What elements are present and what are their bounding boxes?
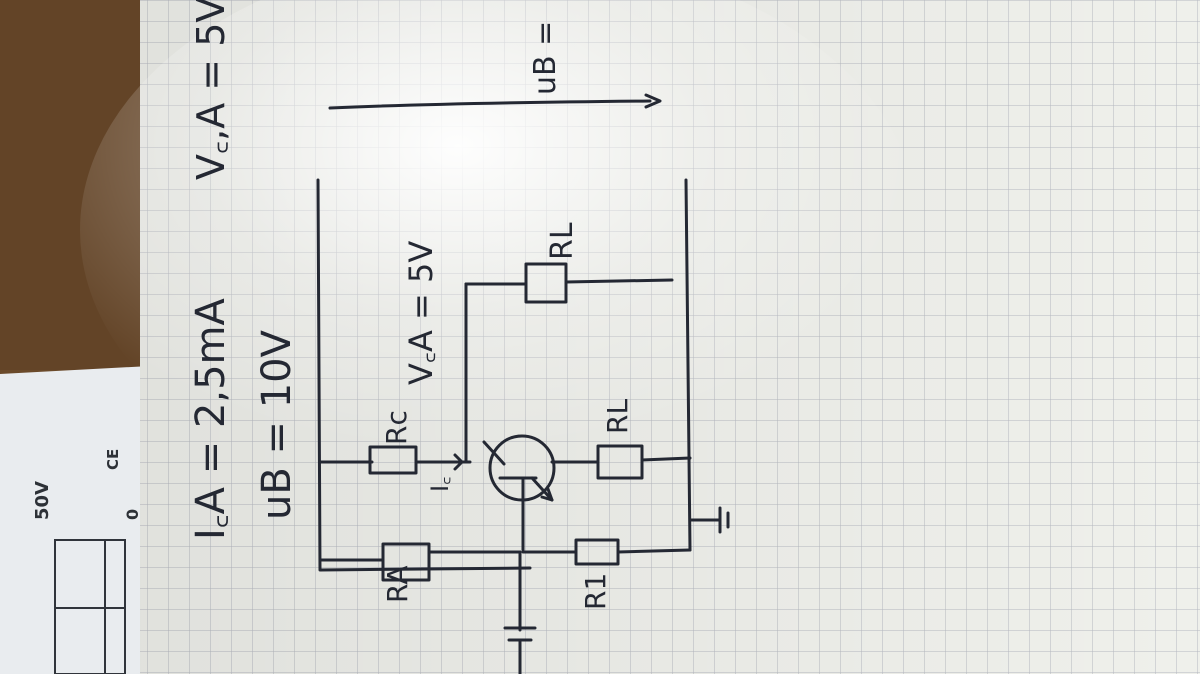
printed-sheet: 50V CE 0 [0, 366, 150, 674]
left-rail-wire [316, 178, 532, 572]
voltage-arrow-head [644, 93, 662, 109]
transistor-emitter-lead [530, 476, 554, 502]
transistor-emitter-arrow [540, 487, 554, 502]
label-ra: RA [381, 566, 414, 603]
label-ica: I꜀A = 2,5mA [188, 297, 234, 540]
wire-rl-right-to-rail [564, 278, 674, 284]
current-arrow-head [453, 453, 464, 471]
wire-rl-middle-to-rail [640, 456, 692, 462]
label-rl-middle: RL [601, 399, 634, 434]
label-ub-right: uB = [528, 21, 563, 95]
label-ub: uB = 10V [254, 329, 300, 520]
label-rl-right: RL [545, 222, 580, 260]
label-vca-middle: V꜀A = 5V [402, 241, 440, 385]
label-r1: R1 [579, 573, 612, 610]
sheet-text-50v: 50V [32, 481, 53, 520]
sheet-text-zero: 0 [123, 509, 142, 520]
voltage-arrow-line [328, 99, 652, 110]
right-rail-wire [684, 178, 692, 552]
resistor-ra [381, 542, 431, 582]
label-ic: I꜀ [426, 477, 454, 492]
sheet-text-ce: CE [104, 449, 122, 470]
label-rc: Rc [380, 410, 413, 445]
transistor-collector-lead [482, 440, 506, 466]
resistor-rc [368, 445, 418, 475]
label-vca-top: V꜀,A = 5V [189, 0, 233, 180]
wire-r1-to-rail [616, 548, 692, 554]
resistor-rl-middle [596, 444, 644, 480]
graph-paper [80, 0, 1200, 674]
